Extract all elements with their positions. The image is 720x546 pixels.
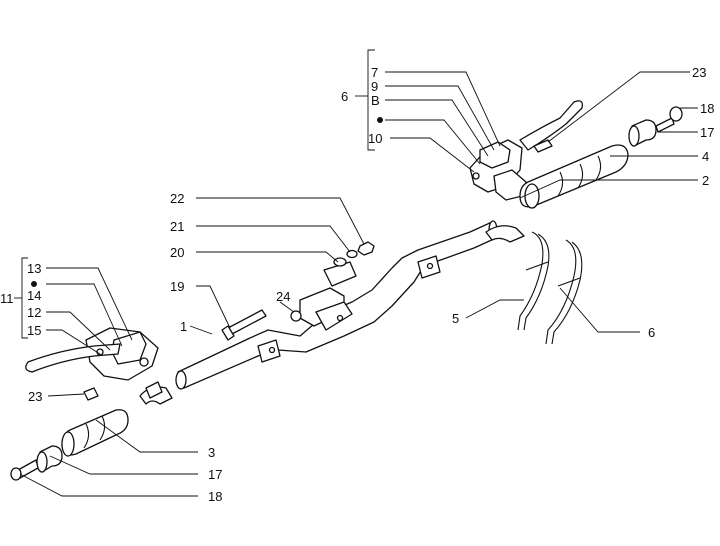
label-12: 12 bbox=[27, 305, 41, 320]
label-6-top: 6 bbox=[341, 89, 348, 104]
group-brackets bbox=[14, 49, 375, 339]
label-15: 15 bbox=[27, 323, 41, 338]
cables bbox=[517, 231, 583, 345]
label-9: 9 bbox=[371, 79, 378, 94]
right-bar-end bbox=[628, 106, 683, 147]
label-7: 7 bbox=[371, 65, 378, 80]
label-10: 10 bbox=[368, 131, 382, 146]
leader-lines bbox=[19, 71, 698, 497]
left-clamp bbox=[139, 381, 173, 405]
label-B: B bbox=[371, 93, 380, 108]
label-24: 24 bbox=[276, 289, 290, 304]
label-3: 3 bbox=[208, 445, 215, 460]
label-2: 2 bbox=[702, 173, 709, 188]
label-14: 14 bbox=[27, 288, 41, 303]
bolt-19 bbox=[221, 309, 302, 341]
label-21: 21 bbox=[170, 219, 184, 234]
label-19: 19 bbox=[170, 279, 184, 294]
label-6-right: 6 bbox=[648, 325, 655, 340]
label-1: 1 bbox=[180, 319, 187, 334]
right-brake-assembly bbox=[469, 100, 583, 201]
right-grip bbox=[519, 144, 629, 209]
handlebar-tube bbox=[175, 220, 498, 390]
part-labels: 7 9 B 6 10 23 18 17 4 2 22 21 20 19 24 1… bbox=[0, 65, 714, 504]
washer-nut-stack bbox=[333, 241, 375, 267]
label-23-left: 23 bbox=[28, 389, 42, 404]
marker-dot-left bbox=[31, 281, 37, 287]
label-18-top: 18 bbox=[700, 101, 714, 116]
right-clamp bbox=[485, 225, 525, 243]
label-17-bottom: 17 bbox=[208, 467, 222, 482]
label-23-top: 23 bbox=[692, 65, 706, 80]
label-22: 22 bbox=[170, 191, 184, 206]
label-18-bottom: 18 bbox=[208, 489, 222, 504]
marker-dot-right bbox=[377, 117, 383, 123]
label-17-top: 17 bbox=[700, 125, 714, 140]
left-grip bbox=[61, 387, 129, 457]
left-bar-end bbox=[10, 445, 63, 481]
left-brake-assembly bbox=[25, 327, 159, 381]
label-5: 5 bbox=[452, 311, 459, 326]
label-4: 4 bbox=[702, 149, 709, 164]
label-11: 11 bbox=[0, 291, 14, 306]
label-20: 20 bbox=[170, 245, 184, 260]
label-13: 13 bbox=[27, 261, 41, 276]
